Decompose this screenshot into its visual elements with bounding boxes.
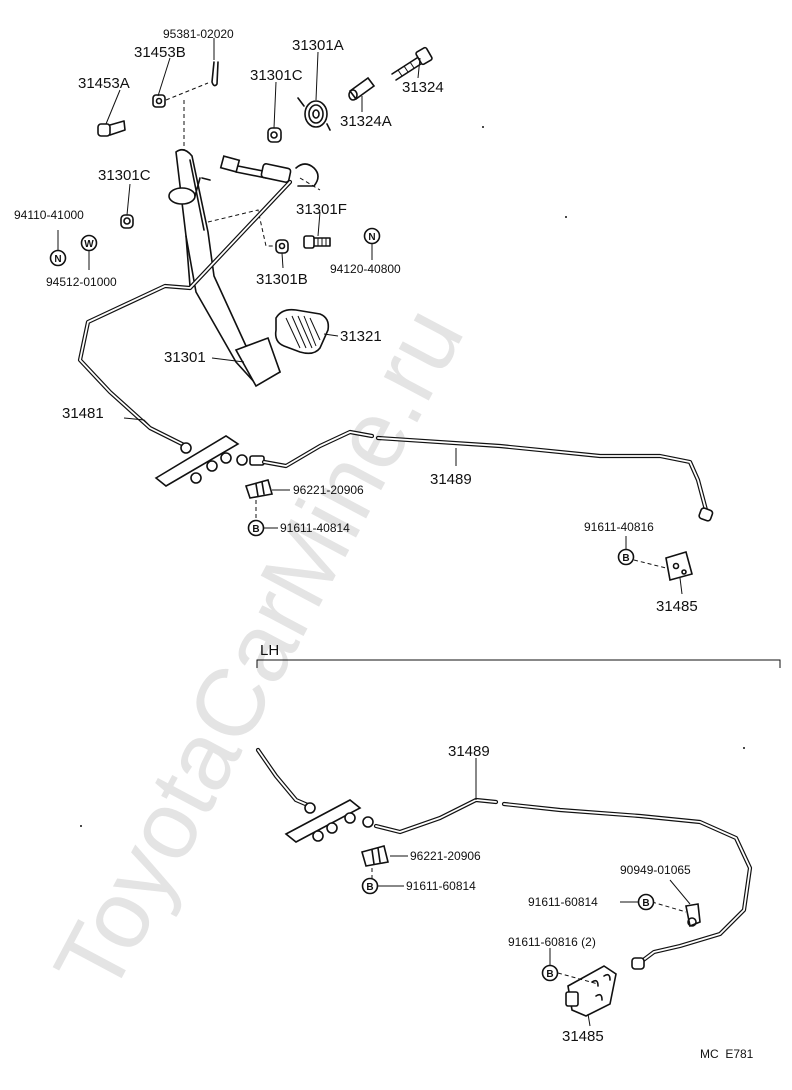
- clamp-96221-top-part: [244, 479, 274, 499]
- clip-90949-part: [685, 903, 701, 928]
- svg-text:N: N: [54, 254, 61, 265]
- label-31301c-top: 31301C: [250, 67, 303, 84]
- label-94120-40800: 94120-40800: [330, 262, 401, 276]
- lh-section-bracket: [256, 659, 781, 668]
- label-94110-41000: 94110-41000: [14, 208, 84, 222]
- dash-line: [651, 901, 687, 913]
- label-96221-20906-lh: 96221-20906: [410, 849, 481, 863]
- tube-31481: [77, 179, 293, 449]
- label-31453b: 31453B: [134, 44, 186, 61]
- svg-text:B: B: [546, 969, 553, 980]
- label-31321: 31321: [340, 328, 382, 345]
- tube-31489-top: [261, 429, 714, 522]
- dash-line: [165, 82, 209, 101]
- bracket-31485-top-part: [665, 550, 693, 582]
- union-fitting-part: [236, 454, 265, 466]
- label-31485-top: 31485: [656, 598, 698, 615]
- pedal-arm-part: [168, 148, 282, 388]
- svg-text:B: B: [366, 882, 373, 893]
- leader-lines-top: [105, 38, 683, 595]
- bushing-31301c-mid-part: [120, 214, 134, 229]
- label-31324: 31324: [402, 79, 444, 96]
- badge-b-40816: B: [617, 548, 635, 566]
- spring-31301a-part: [297, 97, 331, 131]
- bracket-31485-lh-part: [565, 965, 617, 1017]
- dash-line: [207, 209, 276, 247]
- badge-n-94110: N: [49, 249, 67, 267]
- svg-text:N: N: [368, 232, 375, 243]
- label-31301f: 31301F: [296, 201, 347, 218]
- bolt-31453a-part: [97, 120, 126, 137]
- label-94512-01000: 94512-01000: [46, 275, 117, 289]
- bushing-31301c-top-part: [267, 127, 282, 143]
- label-31324a: 31324A: [340, 113, 392, 130]
- label-91611-60816: 91611-60816 (2): [508, 935, 596, 949]
- label-95381-02020: 95381-02020: [163, 27, 234, 41]
- tube-31489-lh: [255, 747, 753, 970]
- badge-b-60814-a: B: [361, 877, 379, 895]
- label-31301: 31301: [164, 349, 206, 366]
- badge-b-60814-b: B: [637, 893, 655, 911]
- label-90949-01065: 90949-01065: [620, 863, 691, 877]
- label-31485-lh: 31485: [562, 1028, 604, 1045]
- bushing-31453b-part: [152, 94, 166, 108]
- label-91611-40816: 91611-40816: [584, 520, 654, 534]
- pin-31324a-part: [348, 76, 376, 101]
- label-31453a: 31453A: [78, 75, 130, 92]
- label-31481: 31481: [62, 405, 104, 422]
- badge-b-60816: B: [541, 964, 559, 982]
- label-31301b: 31301B: [256, 271, 308, 288]
- label-31489-top: 31489: [430, 471, 472, 488]
- label-96221-20906-top: 96221-20906: [293, 483, 364, 497]
- svg-text:W: W: [84, 239, 94, 250]
- badge-n-94120: N: [363, 227, 381, 245]
- svg-text:B: B: [252, 524, 259, 535]
- pushrod-part: [219, 155, 321, 191]
- specks: [80, 126, 745, 827]
- svg-text:B: B: [622, 553, 629, 564]
- bracket-lh-part: [284, 799, 374, 843]
- bushing-31301b-part: [275, 239, 289, 254]
- badge-w-94512: W: [80, 234, 98, 252]
- label-91611-60814-a: 91611-60814: [406, 879, 476, 893]
- leader-line: [57, 230, 90, 270]
- label-31489-lh: 31489: [448, 743, 490, 760]
- label-31301a: 31301A: [292, 37, 344, 54]
- leader-lines-lh: [378, 758, 691, 1027]
- badge-b-40814: B: [247, 519, 265, 537]
- label-91611-60814-b: 91611-60814: [528, 895, 598, 909]
- section-label-lh: LH: [260, 642, 279, 659]
- bolt-31301f-part: [303, 235, 331, 249]
- label-91611-40814: 91611-40814: [280, 521, 350, 535]
- pedal-pad-part: [274, 308, 330, 355]
- bolt-31324-part: [391, 46, 433, 81]
- label-31301c-mid: 31301C: [98, 167, 151, 184]
- bracket-top-part: [154, 435, 240, 487]
- svg-text:B: B: [642, 898, 649, 909]
- clamp-96221-lh-part: [361, 845, 389, 867]
- diagram-code: MC E781: [700, 1047, 754, 1061]
- dash-line: [633, 559, 667, 569]
- clevis-pin-part: [211, 61, 219, 87]
